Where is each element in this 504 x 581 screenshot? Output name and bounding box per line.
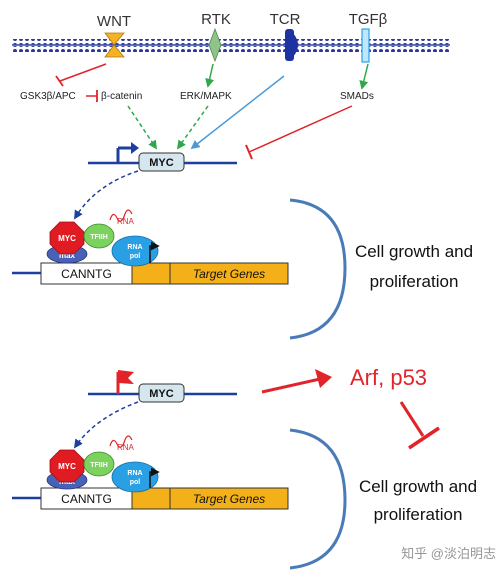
lower-myc-box xyxy=(138,383,185,403)
lower-tss-arrow xyxy=(149,467,160,488)
upper-bracket xyxy=(289,198,347,340)
arf-inhibition xyxy=(399,401,425,437)
smads-inhibit-myc xyxy=(248,105,353,153)
svg-text:RNA: RNA xyxy=(127,470,142,477)
svg-text:Target Genes: Target Genes xyxy=(193,267,265,281)
rtk-to-erk-arrow xyxy=(205,63,214,88)
svg-text:RNA: RNA xyxy=(117,443,135,452)
gsk-label: GSK3β/APC xyxy=(20,91,76,102)
wnt-receptor xyxy=(104,32,125,58)
svg-text:TFIIH: TFIIH xyxy=(90,234,108,241)
tgfb-to-smads-arrow xyxy=(359,63,369,90)
svg-text:RNA: RNA xyxy=(127,244,142,251)
svg-text:MYC: MYC xyxy=(58,234,76,243)
svg-text:TFIIH: TFIIH xyxy=(90,462,108,469)
active-promoter-arrow xyxy=(116,142,139,163)
lower-target-genes-box xyxy=(169,487,289,510)
svg-text:MYC: MYC xyxy=(58,462,76,471)
lower-outcome-line1: Cell growth and xyxy=(359,477,477,496)
lower-bracket xyxy=(289,428,347,570)
cell-membrane xyxy=(12,39,450,52)
upper-myc-octagon xyxy=(49,221,85,255)
erk-to-myc-arrow xyxy=(176,105,209,150)
lower-myc-octagon xyxy=(49,449,85,483)
lower-myc-to-complex-arrow xyxy=(73,401,139,449)
deregulated-promoter-flag xyxy=(116,370,134,394)
svg-text:CANNTG: CANNTG xyxy=(61,267,112,281)
upper-rna-strand xyxy=(109,209,133,222)
svg-text:Target Genes: Target Genes xyxy=(193,492,265,506)
smads-label: SMADs xyxy=(340,91,374,102)
tcr-label: TCR xyxy=(270,11,301,28)
lower-myc-label: MYC xyxy=(149,388,174,400)
svg-text:pol: pol xyxy=(130,479,141,486)
svg-text:RNA: RNA xyxy=(117,217,135,226)
wnt-label: WNT xyxy=(97,13,131,30)
arf-p53-label: Arf, p53 xyxy=(350,365,427,390)
bcatenin-to-myc-arrow xyxy=(127,105,157,150)
svg-text:CANNTG: CANNTG xyxy=(61,492,112,506)
upper-myc-box xyxy=(138,152,185,172)
lower-rna-pol-ellipse xyxy=(111,461,159,493)
watermark: 知乎 @淡泊明志 xyxy=(401,546,496,561)
lower-rna-strand xyxy=(109,435,133,448)
upper-tss-arrow xyxy=(149,241,160,263)
upper-myc-to-complex-arrow xyxy=(74,170,139,220)
upper-outcome-line1: Cell growth and xyxy=(355,242,473,261)
erk-label: ERK/MAPK xyxy=(180,91,232,102)
lower-tfiih-ellipse xyxy=(83,451,115,477)
upper-target-genes-box xyxy=(169,262,289,285)
upper-transcription-complex: CANNTG Target Genes max MYC TFIIH RNA RN… xyxy=(12,209,289,285)
tcr-receptor xyxy=(285,29,298,61)
myc-to-arf-arrow xyxy=(261,377,321,394)
wnt-inhibits-gsk xyxy=(59,63,107,82)
tgfb-label: TGFβ xyxy=(349,11,388,28)
tgfb-receptor xyxy=(361,28,370,63)
upper-rna-pol-ellipse xyxy=(111,235,159,267)
bcatenin-label: β-catenin xyxy=(101,91,142,102)
rtk-label: RTK xyxy=(201,11,231,28)
lower-transcription-complex: CANNTG Target Genes max MYC TFIIH RNA RN… xyxy=(12,435,289,510)
svg-text:max: max xyxy=(59,251,76,260)
tcr-to-myc-arrow xyxy=(190,75,285,150)
upper-outcome-line2: proliferation xyxy=(370,272,459,291)
upper-tfiih-ellipse xyxy=(83,223,115,249)
svg-text:pol: pol xyxy=(130,253,141,260)
rtk-receptor xyxy=(208,27,222,63)
upper-myc-label: MYC xyxy=(149,157,174,169)
lower-outcome-line2: proliferation xyxy=(374,505,463,524)
